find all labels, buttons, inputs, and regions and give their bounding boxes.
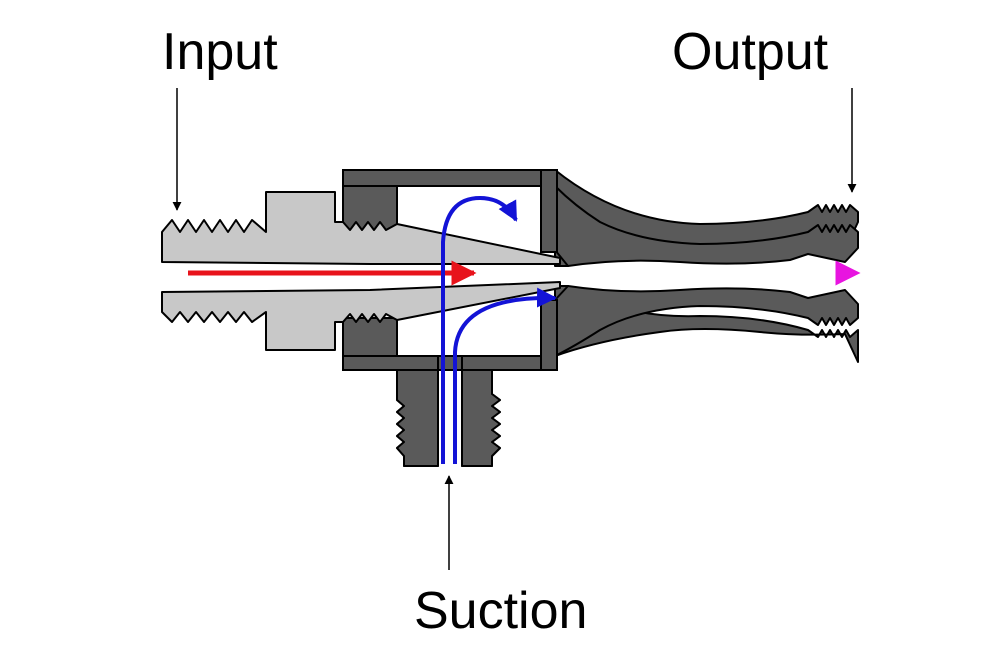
housing-top-bar <box>342 169 556 187</box>
input-label: Input <box>162 23 278 81</box>
housing-right-upper <box>540 169 558 253</box>
suction-flow-arrow-upper <box>441 195 518 464</box>
nozzle-upper <box>161 191 561 265</box>
nozzle-lower <box>161 281 561 351</box>
suction-flow-arrow-lower <box>453 287 557 464</box>
diffuser-upper-wall <box>554 185 859 267</box>
suction-label: Suction <box>414 582 588 640</box>
housing-right-lower <box>540 299 558 371</box>
suction-port-right <box>461 369 501 467</box>
output-label: Output <box>672 23 829 81</box>
housing-bottom-bar-left <box>342 355 439 371</box>
suction-port-left <box>396 369 439 467</box>
diffuser-lower-wall <box>554 285 859 357</box>
